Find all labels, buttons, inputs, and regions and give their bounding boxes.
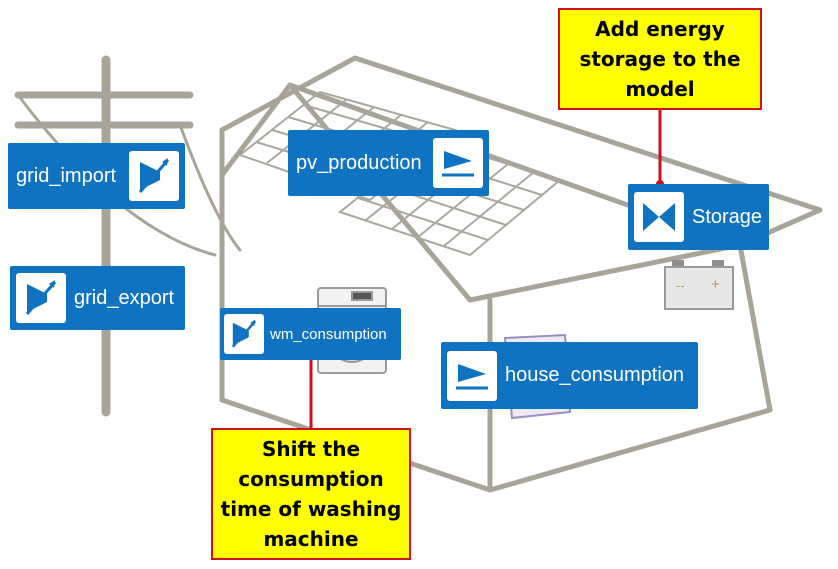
battery-minus-label: -- <box>676 278 685 293</box>
wm-consumption-node[interactable]: wm_consumption <box>220 308 401 360</box>
wm-consumption-icon <box>224 314 264 354</box>
house-consumption-node[interactable]: house_consumption <box>441 342 698 409</box>
grid-export-icon <box>16 273 66 323</box>
storage-callout: Add energy storage to the model <box>558 8 762 110</box>
wm-consumption-label: wm_consumption <box>270 325 387 343</box>
grid-export-label: grid_export <box>74 286 175 309</box>
washing-machine-callout: Shift the consumption time of washing ma… <box>211 428 411 560</box>
storage-bowtie-icon <box>634 192 684 242</box>
pv-production-icon <box>433 138 483 188</box>
pv-production-label: pv_production <box>296 151 422 174</box>
storage-label: Storage <box>692 205 763 228</box>
grid-import-label: grid_import <box>16 164 117 187</box>
battery-icon: -- + <box>664 260 734 310</box>
battery-plus-label: + <box>711 276 720 293</box>
grid-export-node[interactable]: grid_export <box>10 266 185 330</box>
grid-import-node[interactable]: grid_import <box>8 143 185 209</box>
grid-import-icon <box>129 151 179 201</box>
storage-node[interactable]: Storage <box>628 184 769 250</box>
house-consumption-icon <box>447 350 497 401</box>
house-consumption-label: house_consumption <box>505 364 685 386</box>
pv-production-node[interactable]: pv_production <box>288 130 489 196</box>
